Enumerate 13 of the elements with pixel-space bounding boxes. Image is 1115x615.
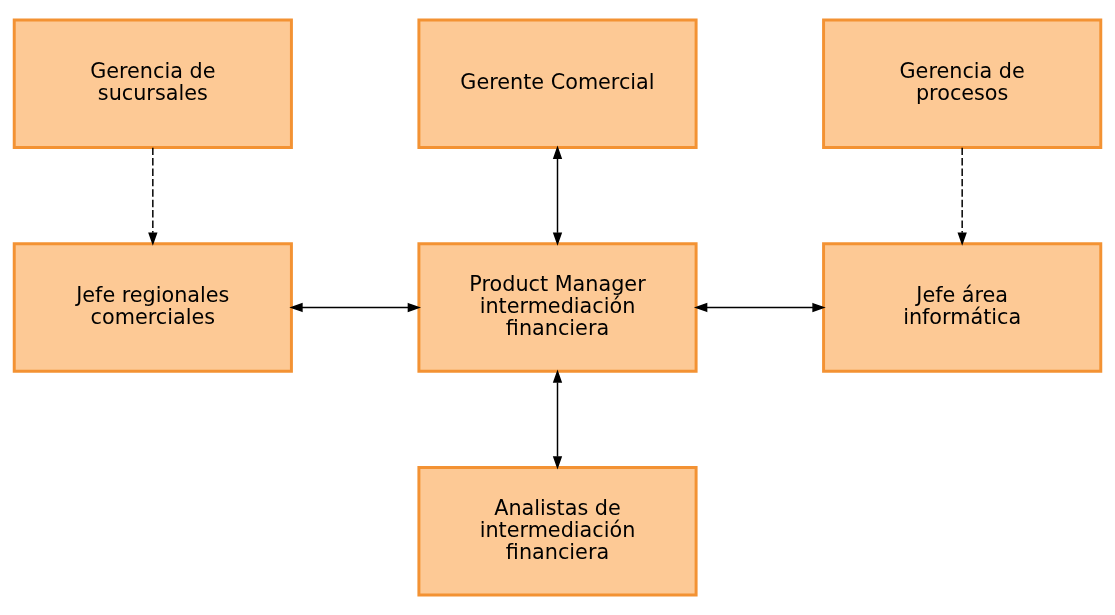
arrow — [552, 145, 563, 246]
node-box: Jefe área informática — [822, 242, 1103, 373]
arrow — [289, 302, 422, 313]
arrow — [552, 369, 563, 470]
node-box: Gerencia de sucursales — [12, 18, 293, 149]
arrow — [957, 147, 967, 246]
node-box: Gerente Comercial — [417, 18, 698, 149]
arrow — [148, 147, 158, 246]
node-box: Product Manager intermediación financiera — [417, 242, 698, 373]
node-box: Jefe regionales comerciales — [12, 242, 293, 373]
node-box: Analistas de intermediación financiera — [417, 466, 698, 597]
node-box: Gerencia de procesos — [822, 18, 1103, 149]
arrow — [694, 302, 826, 313]
